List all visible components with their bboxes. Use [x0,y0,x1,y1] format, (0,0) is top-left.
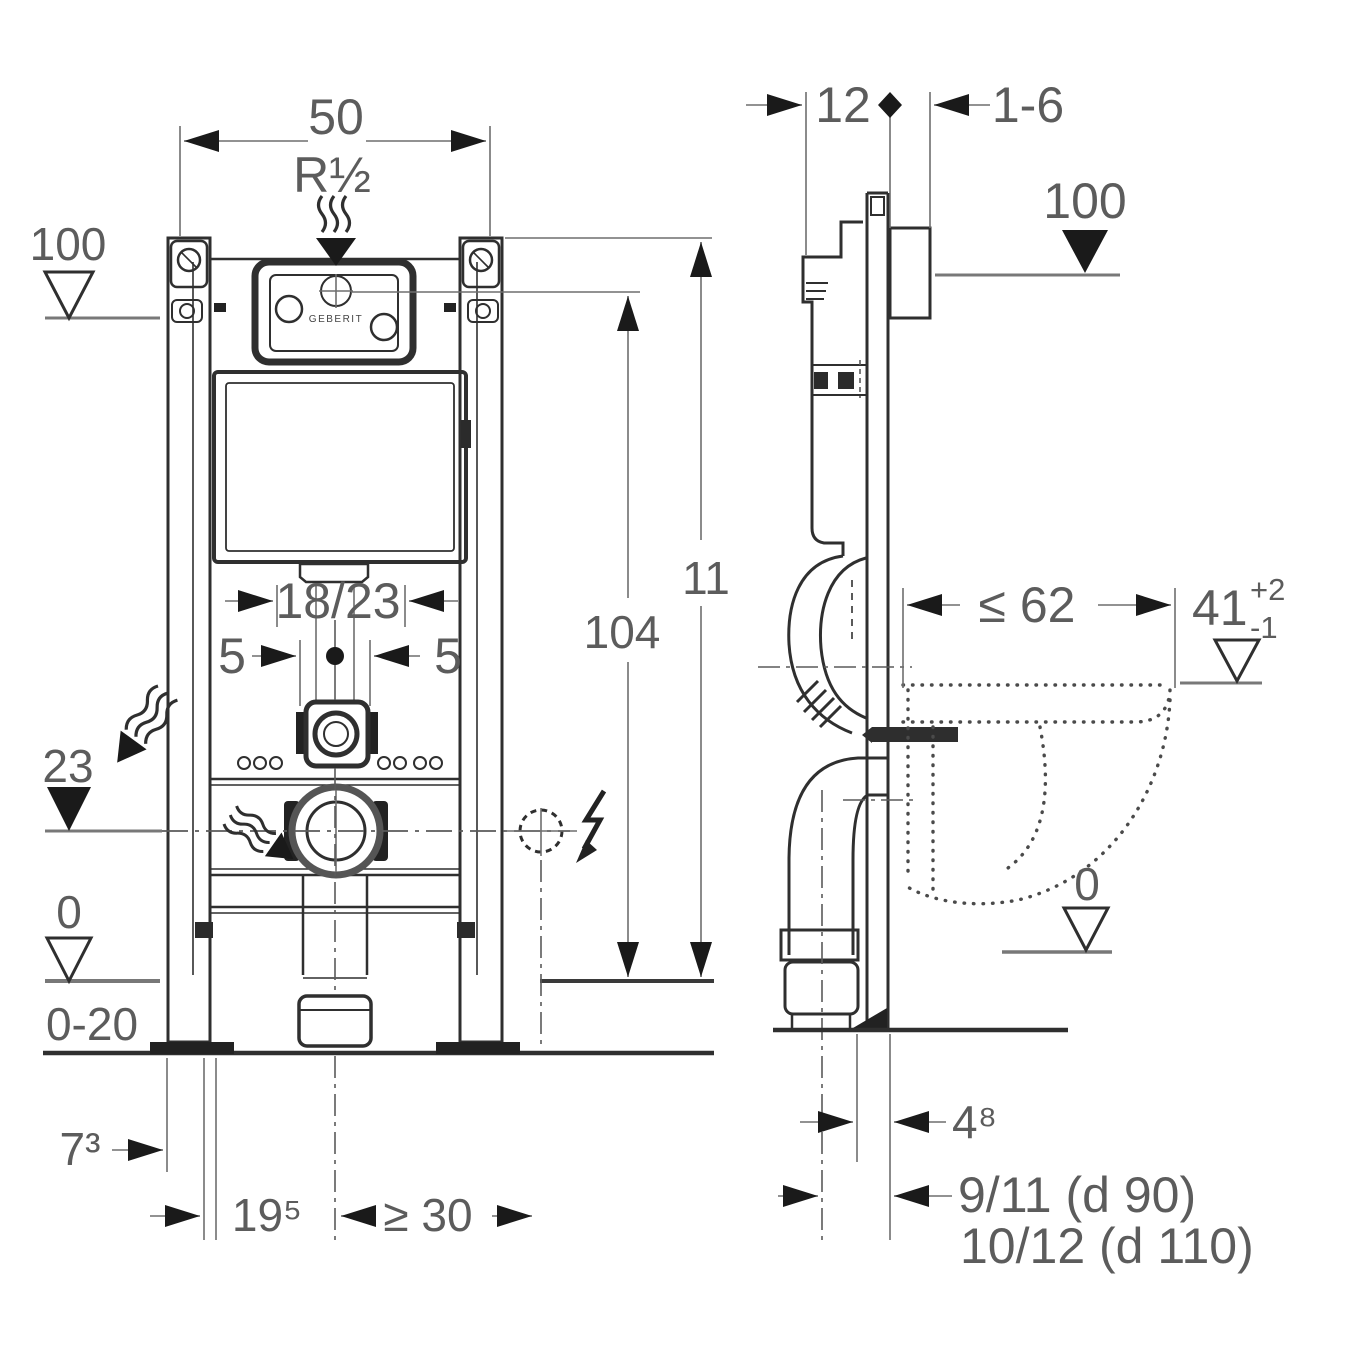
label-level-100-side: 100 [1043,173,1126,229]
level-marker-0: 0 0-20 [44,886,138,1050]
electrical-connection [505,789,607,1050]
label-dim-1-6: 1-6 [992,77,1064,133]
dim-bottom: 7³ 19⁵ ≥ 30 [60,1058,532,1241]
right-foot-plate [436,1042,520,1054]
label-rim-tol-plus: +2 [1250,572,1285,607]
panel-clip [461,420,471,448]
label-rim-height: 41 [1192,580,1248,636]
level-triangle-open [1061,906,1111,954]
screw-icon [468,247,494,273]
access-panel-outer [212,370,468,564]
left-anchor-tick [214,303,226,312]
label-level-100: 100 [30,218,107,270]
flush-plate-box: GEBERIT [251,258,417,366]
frame-rail-side [851,191,932,1028]
screw-icon [369,312,399,342]
label-dim-min30: ≥ 30 [383,1189,472,1241]
frame-left-rail [166,236,212,1044]
left-foot-clamp [195,922,213,938]
supply-connection-marker [316,195,356,266]
level-marker-0-side: 0 [1061,858,1111,954]
lightning-bolt-icon [581,789,607,851]
left-wall-anchor [171,299,203,323]
label-level-23: 23 [42,740,93,792]
label-level-0-side: 0 [1074,858,1100,910]
side-view: 12 1-6 100 ≤ 62 41 +2 -1 0 [746,77,1285,1274]
screw-icon [176,247,202,273]
label-bolt-spread: 18/23 [275,573,400,629]
level-triangle-open [42,270,96,322]
dim-width-50: 50 R½ [179,89,491,236]
level-marker-100-side: 100 [1043,173,1127,273]
right-foot-clamp [457,922,475,938]
brand-label: GEBERIT [309,314,363,325]
label-dim-195: 19⁵ [232,1189,302,1241]
dim-outlet: 4⁸ 9/11 (d 90) 10/12 (d 110) [778,1034,1254,1274]
level-triangle-open [1212,638,1262,685]
access-panel-inner [225,382,455,552]
dim-heights: 104 11 [351,237,730,977]
left-foot-plate [150,1042,234,1054]
reference-diamond [878,92,902,118]
label-outlet-d110: 10/12 (d 110) [960,1218,1254,1274]
toilet-bowl-outline [901,683,1172,906]
center-point-marker [326,647,344,665]
label-width-50: 50 [308,89,364,145]
label-height-104: 104 [584,606,661,658]
label-dim-12: 12 [815,77,871,133]
label-dim-48: 4⁸ [952,1096,997,1148]
right-anchor-tick [444,303,456,312]
water-supply-icon [117,684,178,763]
level-triangle-filled [47,787,91,831]
label-offset-right: 5 [434,628,462,684]
label-dim-73: 7³ [60,1123,101,1175]
label-height-11: 11 [682,552,730,604]
level-marker-23: 23 [42,740,94,831]
frame-right-rail [458,236,504,1044]
water-supply-icon [222,805,294,860]
drain-connector [284,783,388,879]
level-marker-100: 100 [30,218,107,322]
screw-icon [274,294,304,324]
drain-elbow-socket [297,994,373,1048]
drain-elbow [779,756,888,1028]
panel-tab [298,562,370,584]
flush-pipe-bend [787,554,867,735]
top-left-bracket [169,239,209,289]
cistern-side-profile [801,220,866,556]
frame-rails [150,236,520,1054]
dim-bolt-spread: 18/23 5 5 [218,573,462,706]
rail-foot-wedge [853,1008,887,1028]
label-level-0: 0 [56,886,82,938]
top-right-bracket [461,239,501,289]
dim-top-side: 12 1-6 [746,77,1064,255]
level-triangle-open [44,936,94,985]
label-outlet-d90: 9/11 (d 90) [958,1167,1196,1223]
label-offset-left: 5 [218,628,246,684]
label-floor-range: 0-20 [46,998,138,1050]
label-depth-max: ≤ 62 [979,577,1076,633]
front-view: GEBERIT [30,89,730,1241]
fixing-bolt [862,727,958,743]
flush-bend [296,585,378,769]
waste-pipe [297,875,373,1048]
dim-depth: ≤ 62 41 +2 -1 [902,572,1285,688]
label-supply-r12: R½ [293,147,371,203]
flush-plate-inner [269,274,399,352]
right-wall-anchor [467,299,499,323]
cistern-access-panel [212,370,471,584]
wall-section [888,226,932,320]
level-triangle-filled [1062,230,1108,273]
